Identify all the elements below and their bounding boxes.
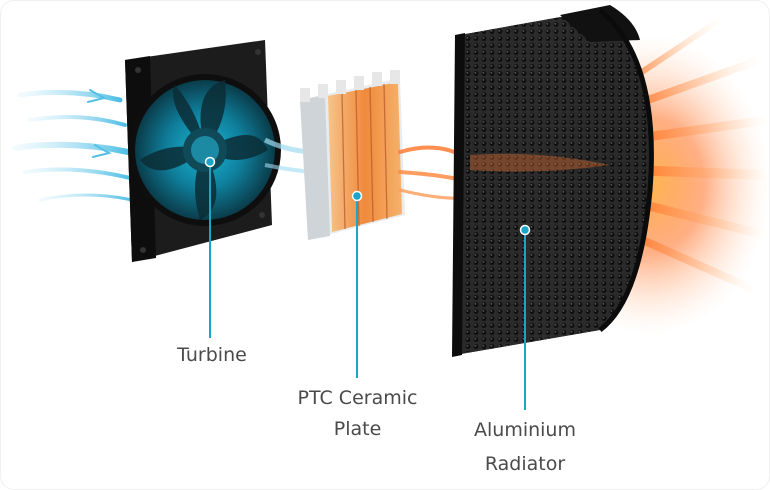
radiator-label-line1: Aluminium [474, 419, 576, 441]
ptc-callout-dot [351, 190, 363, 202]
turbine-label-text: Turbine [177, 344, 247, 366]
callout-lines [204, 156, 531, 410]
turbine-callout-dot [204, 156, 216, 168]
aluminium-radiator-icon [452, 5, 654, 357]
cool-air-streams [12, 89, 134, 202]
ptc-ceramic-plate-label: PTC Ceramic Plate [285, 383, 430, 445]
radiator-label-line2: Radiator [484, 453, 566, 475]
ptc-ceramic-plate-icon [300, 70, 405, 240]
ptc-label-line1: PTC Ceramic [297, 387, 418, 409]
turbine-label: Turbine [162, 340, 262, 371]
aluminium-radiator-label: Aluminium Radiator [465, 413, 585, 481]
ptc-label-line2: Plate [333, 418, 382, 440]
radiator-callout-dot [519, 224, 531, 236]
fan-icon [125, 40, 281, 262]
